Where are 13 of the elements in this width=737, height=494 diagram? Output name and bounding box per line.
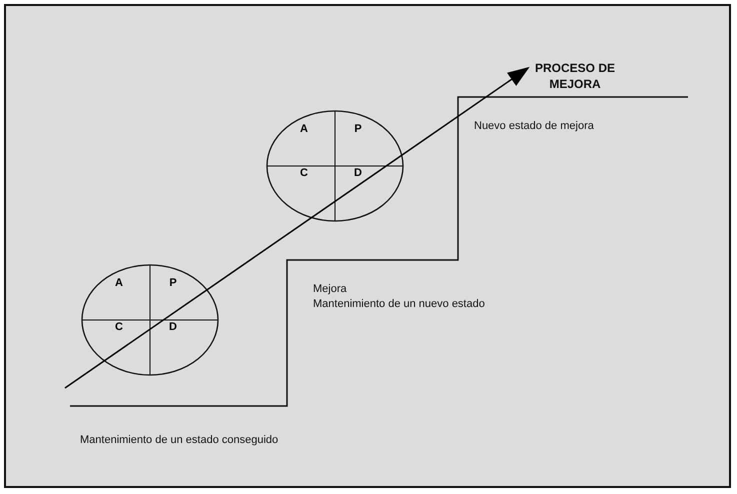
text-label: Mantenimiento de un nuevo estado [313,298,486,311]
quadrant-letter: A [299,123,309,135]
diagram-title: PROCESO DE MEJORA [534,60,616,92]
quadrant-letter: D [353,167,363,179]
quadrant-letter: A [114,277,124,289]
text-label: Nuevo estado de mejora [474,120,595,133]
quadrant-letter: C [114,321,124,333]
text-label: Mantenimiento de un estado conseguido [80,434,280,447]
text-label: Mejora [313,283,348,296]
quadrant-letter: D [168,321,178,333]
quadrant-letter: P [168,277,178,289]
quadrant-letter: C [299,167,309,179]
quadrant-letter: P [353,123,363,135]
